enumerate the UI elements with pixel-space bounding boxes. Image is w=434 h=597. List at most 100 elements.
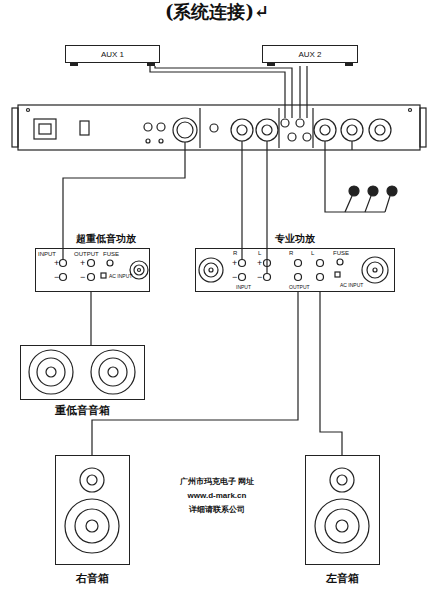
speaker-driver bbox=[91, 350, 135, 394]
amp-terminal bbox=[295, 274, 302, 281]
mixer-unit bbox=[157, 123, 165, 131]
microphone bbox=[368, 186, 378, 196]
amp-terminal bbox=[335, 272, 340, 277]
speaker-driver bbox=[75, 509, 109, 543]
amp-terminal bbox=[264, 260, 271, 267]
terminal-label: L bbox=[258, 250, 261, 256]
mixer-unit bbox=[369, 119, 391, 141]
amp-terminal bbox=[239, 260, 246, 267]
terminal-label: + bbox=[257, 259, 262, 268]
terminal-label: R bbox=[233, 250, 237, 256]
amp-fan bbox=[130, 257, 388, 283]
aux-source: AUX 2 bbox=[262, 45, 358, 63]
aux-feet bbox=[267, 63, 275, 66]
speaker-driver bbox=[29, 350, 369, 553]
aux-source: AUX 1 bbox=[65, 45, 160, 63]
mixer-unit bbox=[288, 133, 296, 141]
terminal-label: INPUT bbox=[38, 251, 56, 257]
speaker-driver bbox=[80, 468, 104, 492]
amp-fan bbox=[373, 268, 377, 272]
terminal-label: FUSE bbox=[103, 251, 119, 257]
amp-terminal bbox=[101, 273, 106, 278]
amp-fan bbox=[199, 258, 223, 282]
terminal-label: FUSE bbox=[333, 250, 349, 256]
mixer-unit bbox=[237, 125, 247, 135]
power-amplifier: 专业功放R+−L+−INPUTRLOUTPUTFUSEAC INPUT bbox=[195, 248, 395, 292]
terminal-label: OUTPUT bbox=[289, 285, 310, 290]
microphone bbox=[385, 196, 390, 212]
signal-cable bbox=[266, 141, 267, 274]
mixer-unit bbox=[303, 133, 311, 141]
watermark-text: www.d-mark.cn bbox=[0, 492, 434, 500]
terminal-label: + bbox=[232, 259, 237, 268]
terminal-label: AC INPUT bbox=[109, 274, 132, 279]
speaker-cable bbox=[92, 292, 298, 455]
mixer-unit bbox=[312, 108, 313, 148]
microphone bbox=[349, 186, 359, 196]
watermark-text: 详细请联系公司 bbox=[0, 506, 434, 514]
amp-fan bbox=[209, 268, 213, 272]
aux-cable bbox=[299, 66, 300, 118]
mixer-unit bbox=[420, 108, 426, 147]
terminal-label: INPUT bbox=[236, 285, 251, 290]
aux-cable bbox=[150, 66, 307, 118]
signal-cable bbox=[325, 141, 385, 212]
speaker-driver bbox=[325, 509, 359, 543]
watermark-text: 广州市玛克电子 网址 bbox=[0, 478, 434, 486]
mixer-unit bbox=[409, 109, 412, 112]
node-label: 左音箱 bbox=[266, 573, 419, 584]
speaker-driver bbox=[337, 475, 347, 485]
terminal-label: L bbox=[311, 250, 314, 256]
amp-fan bbox=[204, 263, 218, 277]
speaker-driver bbox=[29, 350, 73, 394]
amp-terminal bbox=[88, 260, 95, 267]
speaker-driver bbox=[37, 358, 65, 386]
mixer-unit bbox=[80, 121, 89, 135]
terminal-label: R bbox=[289, 250, 293, 256]
mixer-unit bbox=[210, 124, 218, 132]
amp-terminal bbox=[60, 274, 67, 281]
node-label: 超重低音功放 bbox=[76, 234, 136, 244]
speaker-driver bbox=[65, 499, 119, 553]
mixer-unit bbox=[27, 109, 30, 112]
node-label: AUX 1 bbox=[26, 51, 199, 59]
mixer-unit bbox=[159, 139, 163, 143]
amp-terminal bbox=[317, 274, 324, 281]
amp-terminal bbox=[60, 260, 67, 267]
mixer-unit bbox=[281, 119, 289, 127]
speaker-cable bbox=[320, 292, 342, 455]
speaker-driver bbox=[46, 367, 56, 377]
diagram-title: (系统连接)↵ bbox=[0, 2, 434, 22]
signal-cable bbox=[351, 141, 352, 150]
microphone bbox=[345, 196, 352, 212]
mixer-unit bbox=[39, 124, 51, 134]
speaker-driver bbox=[86, 520, 98, 532]
aux-cable bbox=[155, 66, 292, 118]
amp-terminal bbox=[264, 274, 271, 281]
terminal-label: − bbox=[54, 273, 59, 282]
aux-feet bbox=[345, 63, 353, 66]
signal-cable bbox=[63, 142, 185, 260]
node-label: 右音箱 bbox=[16, 573, 169, 584]
node-label: 专业功放 bbox=[156, 234, 434, 244]
terminal-label: OUTPUT bbox=[74, 251, 99, 257]
amp-fan bbox=[367, 262, 383, 278]
microphone bbox=[365, 196, 371, 212]
node-label: AUX 2 bbox=[223, 51, 397, 59]
mixer-unit bbox=[12, 108, 18, 147]
speaker-driver bbox=[330, 468, 354, 492]
microphone bbox=[387, 186, 397, 196]
mixer-unit bbox=[262, 125, 272, 135]
mixer-unit bbox=[320, 125, 330, 135]
speaker-driver bbox=[99, 358, 127, 386]
mixer-unit bbox=[278, 108, 279, 148]
mixer-unit bbox=[256, 119, 278, 141]
amp-terminal bbox=[239, 274, 246, 281]
amp-terminal bbox=[317, 260, 324, 267]
speaker-driver bbox=[336, 520, 348, 532]
node-label: 重低音音箱 bbox=[0, 405, 184, 416]
mixer-unit bbox=[375, 125, 385, 135]
amp-fan bbox=[130, 261, 148, 279]
aux-feet bbox=[147, 63, 155, 66]
speaker-cable bbox=[90, 292, 91, 345]
